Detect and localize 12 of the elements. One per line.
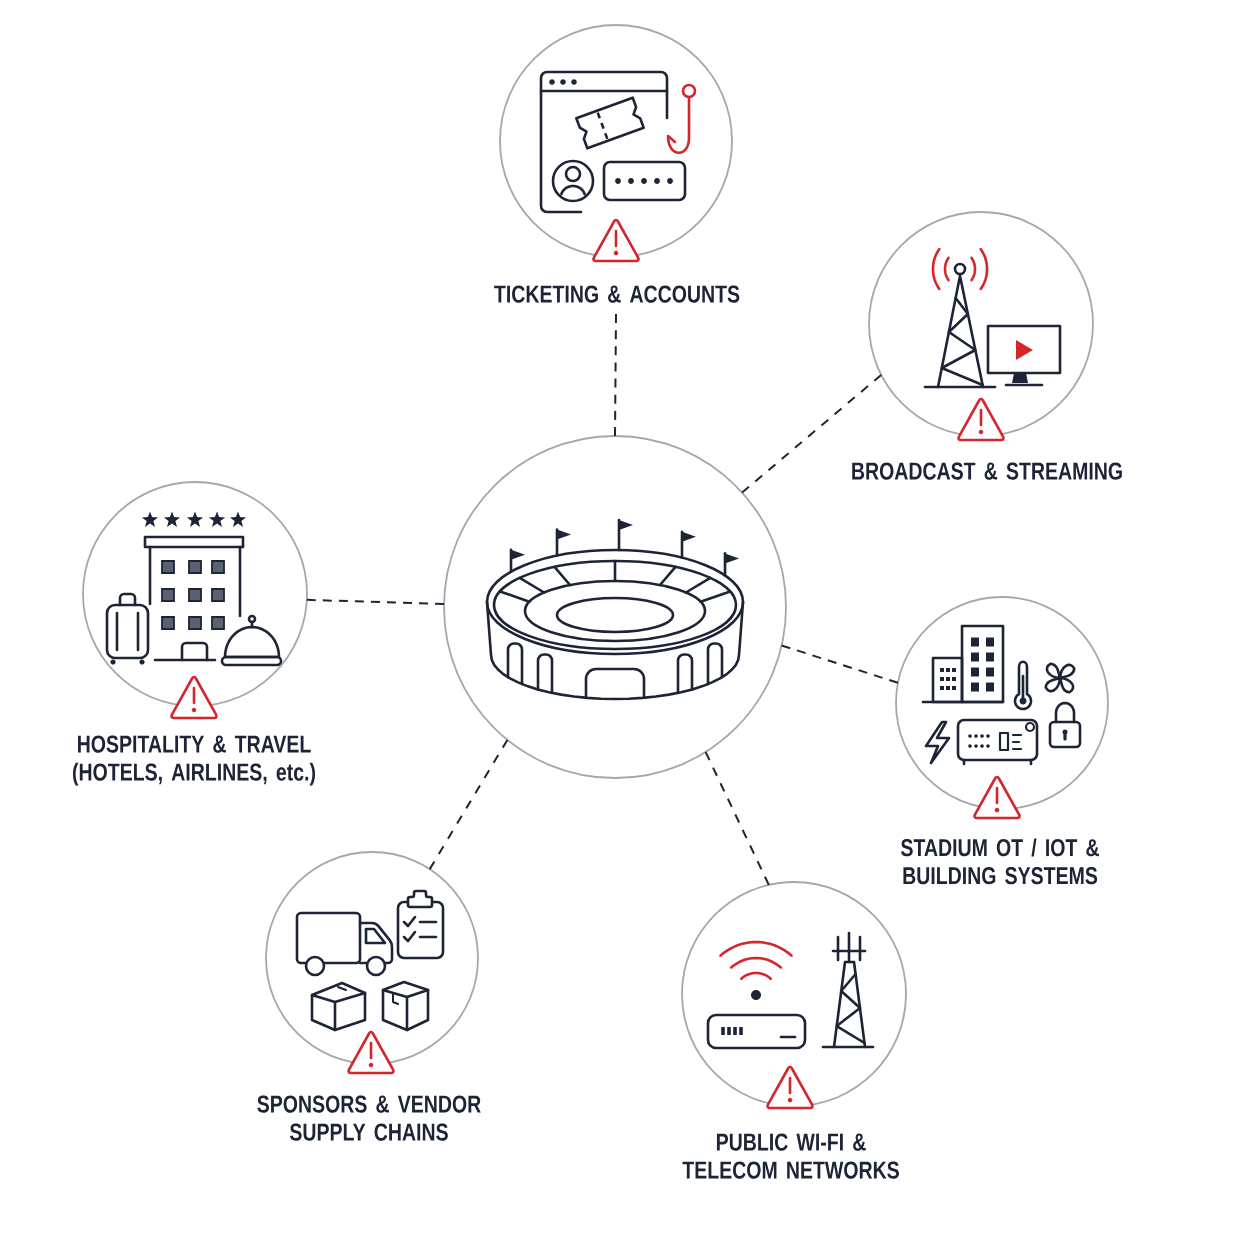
dashed-connector [704, 751, 770, 886]
category-label: BROADCAST & STREAMING [852, 462, 1122, 480]
dashed-connector [614, 313, 617, 437]
category-label: HOSPITALITY & TRAVEL (HOTELS, AIRLINES, etc.) [72, 735, 316, 786]
dashed-connector [780, 644, 899, 684]
category-label: PUBLIC WI-FI & TELECOM NETWORKS [682, 1133, 899, 1179]
category-label: TICKETING & ACCOUNTS [494, 285, 740, 303]
category-label: STADIUM OT / IOT & BUILDING SYSTEMS [901, 838, 1099, 885]
dashed-connector [428, 738, 509, 871]
category-label: SPONSORS & VENDOR SUPPLY CHAINS [257, 1095, 481, 1141]
dashed-connector [305, 598, 446, 606]
dashed-connector [741, 373, 883, 494]
